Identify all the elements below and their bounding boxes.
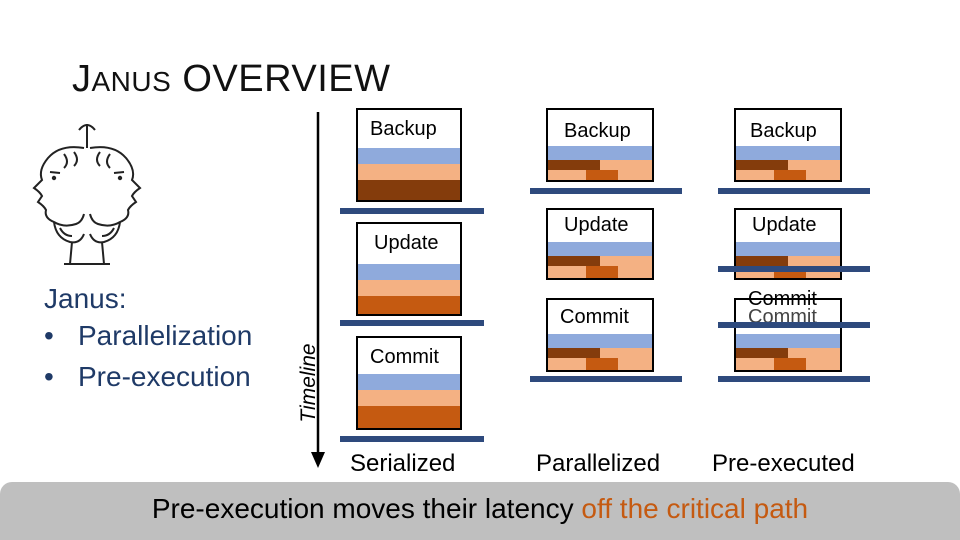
blue-band xyxy=(358,374,460,390)
brown-segment xyxy=(736,160,788,170)
brown-band xyxy=(358,180,460,200)
orange-band xyxy=(358,406,460,428)
column-label-serialized: Serialized xyxy=(350,450,456,477)
brown-segment xyxy=(736,256,788,266)
blue-band xyxy=(548,242,652,256)
blue-band xyxy=(736,334,840,348)
parallelized-update-box: Update xyxy=(546,208,654,280)
footer-text: Pre-execution moves their latency off th… xyxy=(0,493,960,525)
brown-segment xyxy=(548,160,600,170)
title-first-cap: J xyxy=(72,58,92,100)
column-label-preexecuted: Pre-executed xyxy=(712,450,855,477)
preexecuted-backup-box: Backup xyxy=(734,108,842,182)
separator-bar xyxy=(718,266,870,272)
stage-label: Backup xyxy=(564,120,631,142)
blue-band xyxy=(736,242,840,256)
stage-label: Update xyxy=(564,214,629,236)
orange-segment xyxy=(774,170,806,180)
serialized-backup-box: Backup xyxy=(356,108,462,202)
stage-label: Commit xyxy=(748,288,817,310)
brown-segment xyxy=(548,348,600,358)
parallelized-commit-box: Commit xyxy=(546,298,654,372)
orange-band xyxy=(358,296,460,314)
parallelized-backup-box: Backup xyxy=(546,108,654,182)
brown-segment xyxy=(548,256,600,266)
stage-label: Backup xyxy=(750,120,817,142)
bullet-item: •Pre-execution xyxy=(44,361,251,392)
blue-band xyxy=(358,148,460,164)
column-label-parallelized: Parallelized xyxy=(536,450,661,477)
separator-bar xyxy=(530,188,682,194)
orange-segment xyxy=(774,358,806,370)
bullet-item: •Parallelization xyxy=(44,320,253,351)
serialized-commit-box: Commit xyxy=(356,336,462,430)
separator-bar xyxy=(718,188,870,194)
stage-label: Backup xyxy=(370,118,437,140)
light-orange-band xyxy=(358,390,460,406)
preexecuted-commit-box: Commit Commit xyxy=(734,288,842,372)
page-title: JANUS OVERVIEW xyxy=(72,58,390,101)
brown-segment xyxy=(736,348,788,358)
stage-label: Update xyxy=(752,214,817,236)
serialized-update-box: Update xyxy=(356,222,462,316)
separator-bar xyxy=(340,436,484,442)
separator-bar xyxy=(718,376,870,382)
janus-head-image xyxy=(32,124,142,265)
orange-segment xyxy=(586,170,618,180)
stage-label: Update xyxy=(374,232,439,254)
title-second: OVERVIEW xyxy=(182,58,391,100)
timeline-arrow xyxy=(311,112,325,468)
separator-bar xyxy=(718,322,870,328)
blue-band xyxy=(736,146,840,160)
orange-segment xyxy=(586,358,618,370)
bullet-label: Pre-execution xyxy=(78,361,251,392)
orange-segment xyxy=(586,266,618,278)
footer-highlight: off the critical path xyxy=(581,493,809,524)
blue-band xyxy=(548,334,652,348)
title-first-rest: ANUS xyxy=(91,66,172,97)
blue-band xyxy=(548,146,652,160)
light-orange-band xyxy=(358,280,460,296)
blue-band xyxy=(358,264,460,280)
footer-prefix: Pre-execution moves their latency xyxy=(151,493,582,524)
light-orange-band xyxy=(358,164,460,180)
stage-label: Commit xyxy=(370,346,439,368)
stage-label: Commit xyxy=(560,306,629,328)
separator-bar xyxy=(530,376,682,382)
bullet-label: Parallelization xyxy=(78,320,253,351)
separator-bar xyxy=(340,208,484,214)
separator-bar xyxy=(340,320,484,326)
janus-heading: Janus: xyxy=(44,283,127,314)
footer-banner xyxy=(0,482,960,540)
